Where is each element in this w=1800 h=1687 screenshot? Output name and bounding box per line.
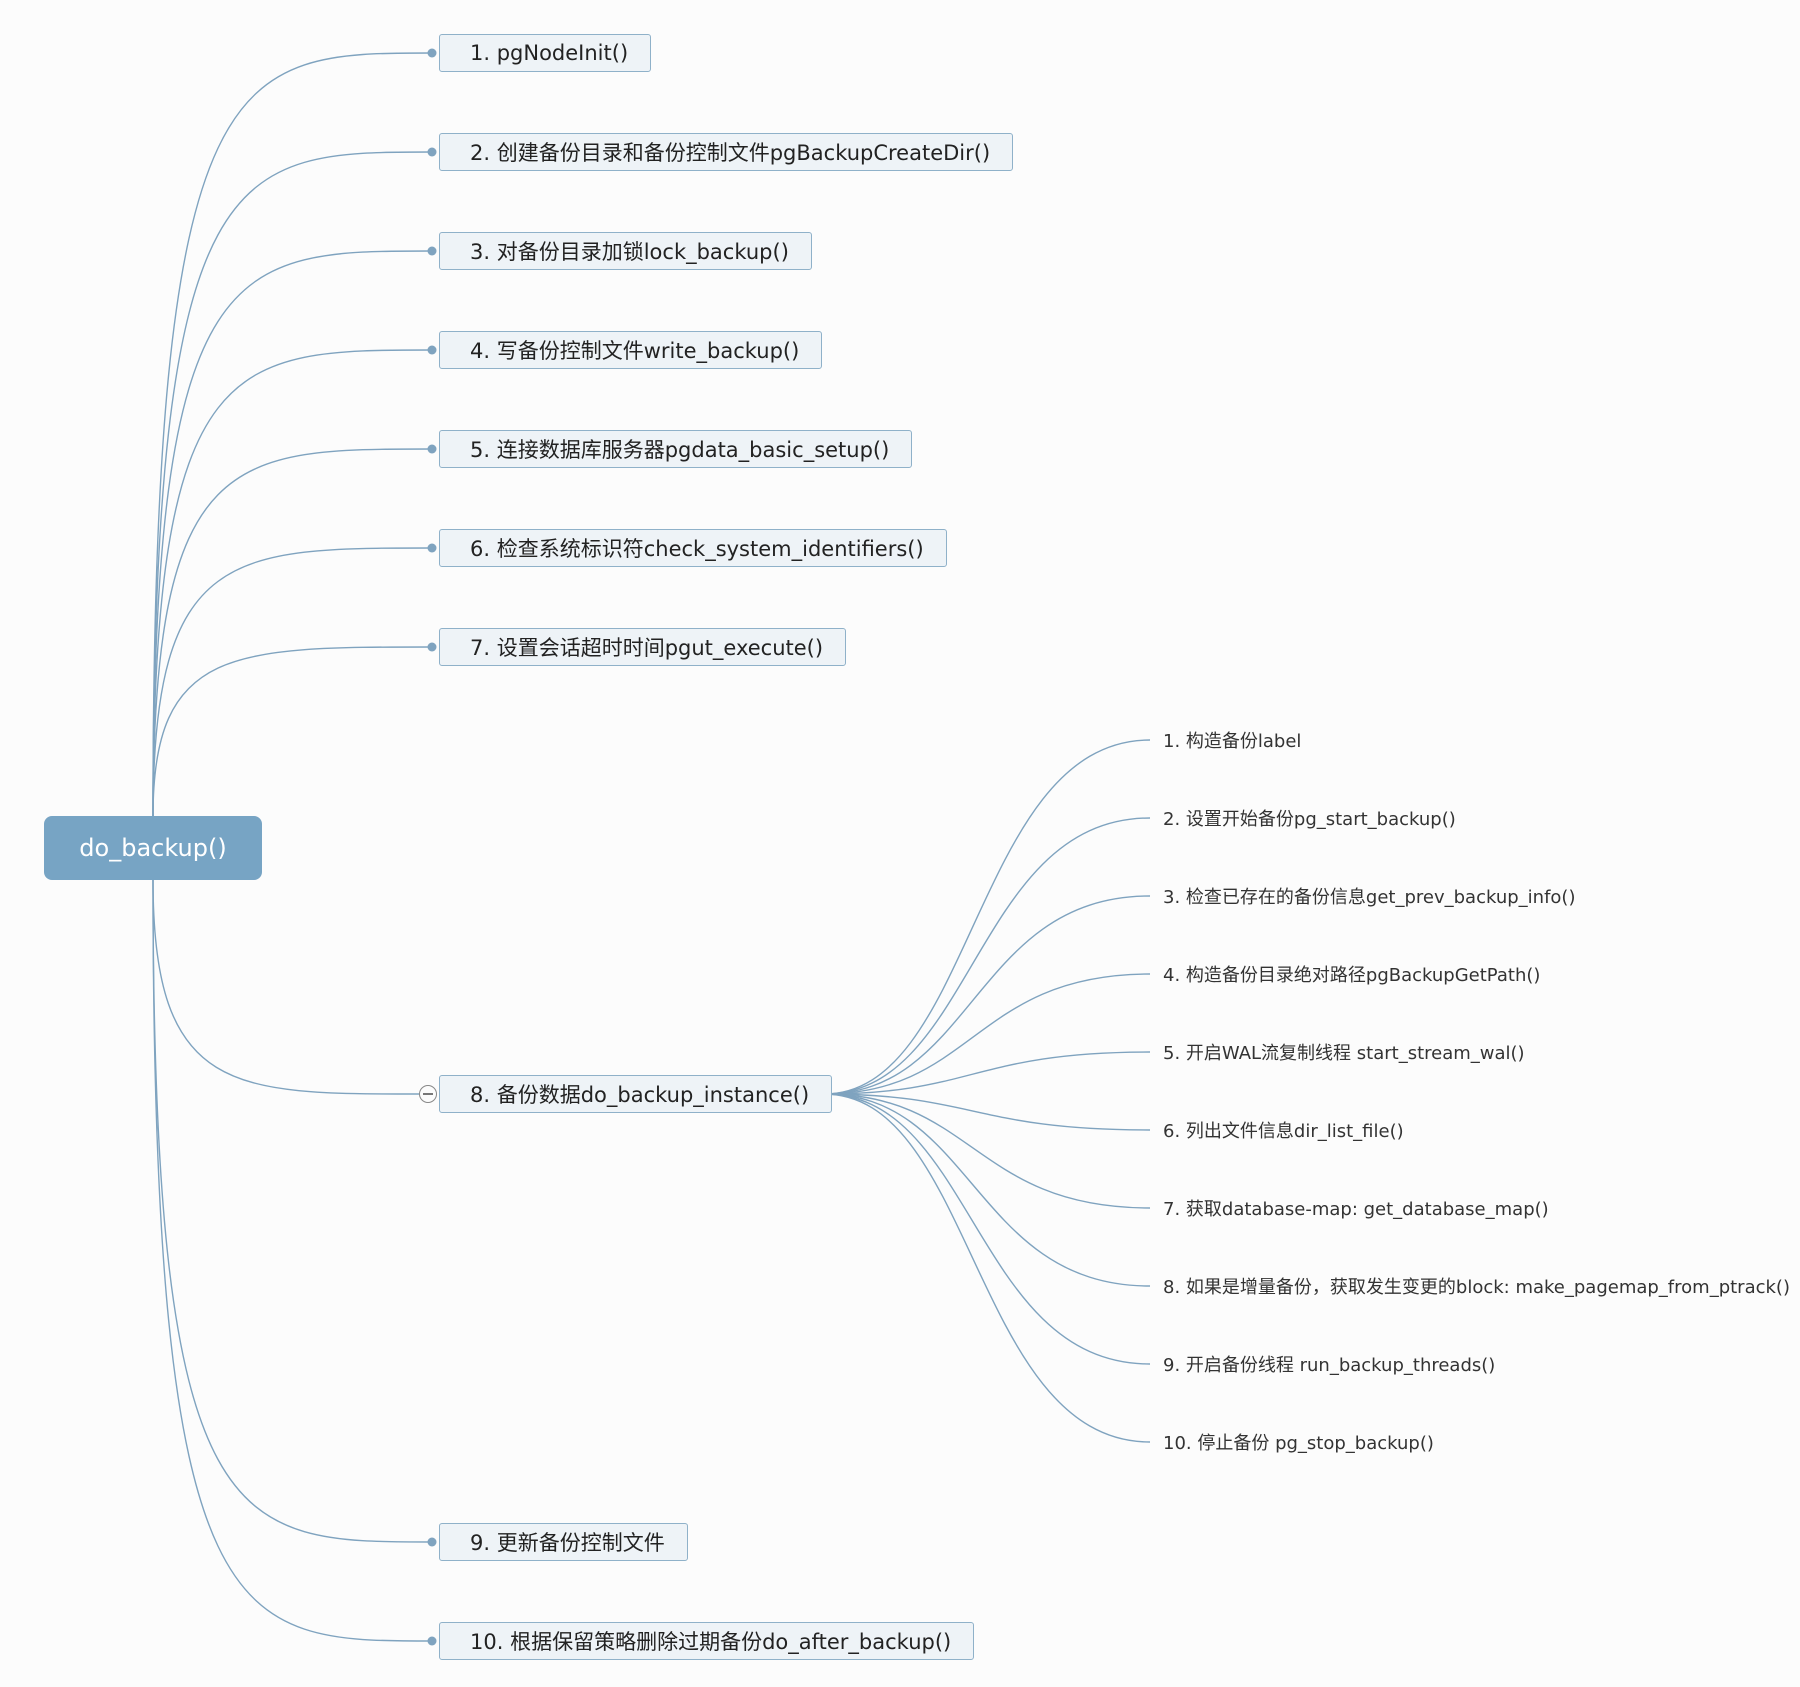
branch-node-10[interactable]: 10. 根据保留策略删除过期备份do_after_backup()	[439, 1622, 975, 1660]
branch-connector-3	[152, 250, 433, 817]
branch-connector-dot-4	[427, 345, 437, 355]
sub-connector-8	[823, 1093, 1151, 1287]
sub-label: 2. 设置开始备份pg_start_backup()	[1163, 809, 1456, 830]
branch-node-9[interactable]: 9. 更新备份控制文件	[439, 1523, 688, 1561]
branch-label: 1. pgNodeInit()	[470, 41, 629, 65]
branch-connector-10	[152, 879, 433, 1642]
sub-connector-3	[823, 895, 1151, 1095]
branch-label: 4. 写备份控制文件write_backup()	[470, 339, 800, 363]
branch-connector-dot-5	[427, 444, 437, 454]
branch-label: 6. 检查系统标识符check_system_identifiers()	[470, 537, 924, 561]
branch-node-8[interactable]: 8. 备份数据do_backup_instance()	[439, 1075, 833, 1113]
sub-label: 6. 列出文件信息dir_list_file()	[1163, 1121, 1404, 1142]
sub-node-2[interactable]: 2. 设置开始备份pg_start_backup()	[1163, 804, 1456, 832]
branch-connector-dot-7	[427, 642, 437, 652]
sub-connector-1	[823, 739, 1151, 1095]
sub-connector-10	[823, 1093, 1151, 1443]
sub-label: 4. 构造备份目录绝对路径pgBackupGetPath()	[1163, 965, 1541, 986]
branch-label: 5. 连接数据库服务器pgdata_basic_setup()	[470, 438, 890, 462]
sub-node-6[interactable]: 6. 列出文件信息dir_list_file()	[1163, 1116, 1404, 1144]
sub-connector-2	[823, 817, 1151, 1095]
branch-node-7[interactable]: 7. 设置会话超时时间pgut_execute()	[439, 628, 847, 666]
branch-node-6[interactable]: 6. 检查系统标识符check_system_identifiers()	[439, 529, 947, 567]
sub-node-4[interactable]: 4. 构造备份目录绝对路径pgBackupGetPath()	[1163, 960, 1540, 988]
sub-node-3[interactable]: 3. 检查已存在的备份信息get_prev_backup_info()	[1163, 882, 1575, 910]
branch-connector-9	[152, 879, 433, 1543]
sub-connector-5	[823, 1051, 1151, 1095]
sub-label: 8. 如果是增量备份，获取发生变更的block: make_pagemap_fr…	[1163, 1277, 1790, 1298]
collapse-minus-icon[interactable]	[419, 1085, 437, 1103]
branch-connector-6	[152, 547, 433, 817]
branch-label: 9. 更新备份控制文件	[470, 1531, 665, 1555]
branch-connector-2	[152, 151, 433, 817]
branch-node-1[interactable]: 1. pgNodeInit()	[439, 34, 652, 72]
branch-connector-8	[152, 879, 420, 1095]
branch-connector-dot-3	[427, 246, 437, 256]
branch-connector-7	[152, 646, 433, 817]
branch-label: 7. 设置会话超时时间pgut_execute()	[470, 636, 824, 660]
sub-label: 1. 构造备份label	[1163, 731, 1302, 752]
branch-label: 2. 创建备份目录和备份控制文件pgBackupCreateDir()	[470, 141, 991, 165]
branch-label: 8. 备份数据do_backup_instance()	[470, 1083, 810, 1107]
sub-label: 9. 开启备份线程 run_backup_threads()	[1163, 1355, 1496, 1376]
branch-connector-dot-6	[427, 543, 437, 553]
branch-connector-1	[152, 52, 433, 817]
sub-connector-4	[823, 973, 1151, 1095]
branch-connector-5	[152, 448, 433, 817]
branch-label: 3. 对备份目录加锁lock_backup()	[470, 240, 789, 264]
branch-connector-4	[152, 349, 433, 817]
sub-node-5[interactable]: 5. 开启WAL流复制线程 start_stream_wal()	[1163, 1038, 1525, 1066]
branch-connector-dot-1	[427, 48, 437, 58]
sub-label: 10. 停止备份 pg_stop_backup()	[1163, 1433, 1434, 1454]
branch-node-5[interactable]: 5. 连接数据库服务器pgdata_basic_setup()	[439, 430, 913, 468]
sub-node-9[interactable]: 9. 开启备份线程 run_backup_threads()	[1163, 1350, 1495, 1378]
root-node[interactable]: do_backup()	[44, 816, 262, 880]
sub-node-1[interactable]: 1. 构造备份label	[1163, 726, 1301, 754]
sub-label: 7. 获取database-map: get_database_map()	[1163, 1199, 1549, 1220]
branch-node-3[interactable]: 3. 对备份目录加锁lock_backup()	[439, 232, 812, 270]
branch-label: 10. 根据保留策略删除过期备份do_after_backup()	[470, 1630, 952, 1654]
branch-connector-dot-2	[427, 147, 437, 157]
branch-connector-dot-9	[427, 1537, 437, 1547]
sub-connector-9	[823, 1093, 1151, 1365]
branch-node-2[interactable]: 2. 创建备份目录和备份控制文件pgBackupCreateDir()	[439, 133, 1014, 171]
sub-connector-7	[823, 1093, 1151, 1209]
sub-label: 5. 开启WAL流复制线程 start_stream_wal()	[1163, 1043, 1525, 1064]
branch-node-4[interactable]: 4. 写备份控制文件write_backup()	[439, 331, 823, 369]
sub-node-10[interactable]: 10. 停止备份 pg_stop_backup()	[1163, 1428, 1434, 1456]
branch-connector-dot-10	[427, 1636, 437, 1646]
sub-connector-6	[823, 1093, 1151, 1131]
root-label: do_backup()	[79, 834, 227, 862]
sub-label: 3. 检查已存在的备份信息get_prev_backup_info()	[1163, 887, 1576, 908]
sub-node-8[interactable]: 8. 如果是增量备份，获取发生变更的block: make_pagemap_fr…	[1163, 1272, 1790, 1300]
sub-node-7[interactable]: 7. 获取database-map: get_database_map()	[1163, 1194, 1549, 1222]
